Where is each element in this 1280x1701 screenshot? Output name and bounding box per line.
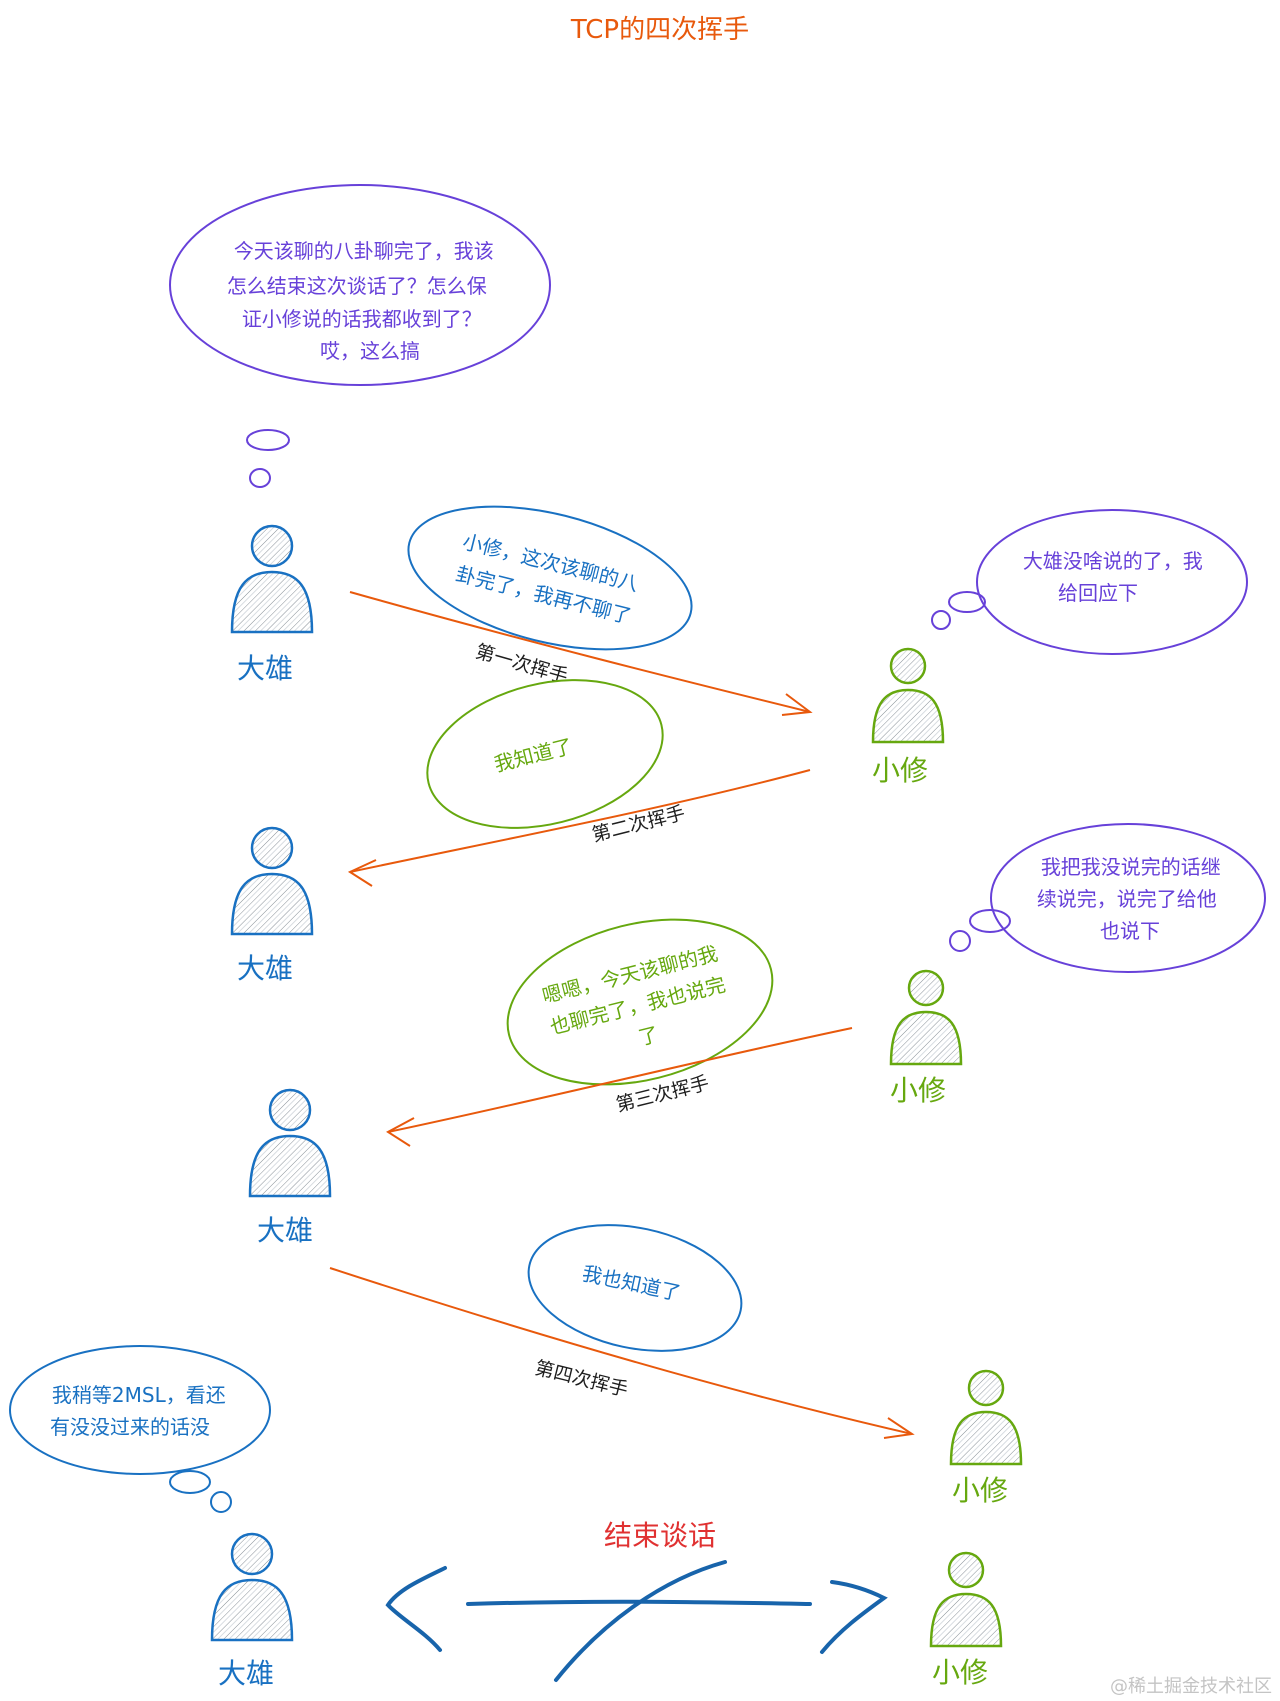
message-bubble-third: 嗯嗯，今天该聊的我 也聊完了，我也说完 了 <box>506 918 774 1086</box>
svg-text:大雄没啥说的了，我 给回应下: 大雄没啥说的了，我 给回应下 <box>1023 549 1209 605</box>
thought-line: 今天该聊的八卦聊完了，我该 <box>234 239 494 263</box>
arrow-icon <box>329 1267 915 1439</box>
thought-line: 证小修说的话我都收到了？ <box>242 307 482 331</box>
message-bubble-fourth: 我也知道了 <box>527 1224 743 1352</box>
person-name-xx: 小修 <box>872 754 928 787</box>
person-name-dx: 大雄 <box>257 1214 313 1247</box>
thought-line: 哎，这么搞 <box>320 339 420 363</box>
person-icon <box>230 826 314 936</box>
person-name-xx: 小修 <box>932 1656 988 1689</box>
arrow-icon <box>386 1027 853 1147</box>
person-name-dx: 大雄 <box>218 1657 274 1690</box>
thought-bubble-dx-start: 今天该聊的八卦聊完了，我该 怎么结束这次谈话了？怎么保 证小修说的话我都收到了？… <box>169 184 551 488</box>
message-line: 了 <box>636 1022 661 1050</box>
thought-line: 大雄没啥说的了，我 <box>1023 549 1203 573</box>
end-conversation-label: 结束谈话 <box>604 1519 716 1552</box>
person-icon <box>248 1088 332 1198</box>
arrow-icon <box>347 769 811 887</box>
handshake-label-second: 第二次挥手 <box>590 802 688 846</box>
svg-text:小修，这次该聊的八 卦完了，我再不聊了: 小修，这次该聊的八 卦完了，我再不聊了 <box>452 529 647 629</box>
svg-text:我稍等2MSL，看还 有没没过来的话没: 我稍等2MSL，看还 有没没过来的话没 <box>50 1383 232 1439</box>
thought-bubble-dx-wait: 我稍等2MSL，看还 有没没过来的话没 <box>9 1345 271 1513</box>
arrow-icon <box>349 591 813 716</box>
svg-text:今天该聊的八卦聊完了，我该 怎么结束这次谈话了？: 今天该聊的八卦聊完了，我该 怎么结束这次谈话了？怎么保 证小修说的话我都收到了？… <box>227 239 500 363</box>
watermark: @稀土掘金技术社区 <box>1110 1676 1272 1697</box>
handshake-label-fourth: 第四次挥手 <box>533 1357 631 1401</box>
person-icon <box>230 524 314 634</box>
person-icon <box>889 969 963 1066</box>
person-name-dx: 大雄 <box>237 652 293 685</box>
person-name-dx: 大雄 <box>237 952 293 985</box>
thought-bubble-xx-ack: 大雄没啥说的了，我 给回应下 <box>931 509 1248 655</box>
svg-text:我把我没说完的话继 续说完，说完了给他: 我把我没说完的话继 续说完，说完了给他 也说下 <box>1037 855 1227 943</box>
diagram-title: TCP的四次挥手 <box>570 15 749 45</box>
message-line: 我也知道了 <box>580 1261 683 1305</box>
svg-text:嗯嗯，今天该聊的我 也聊完了，我也说完: 嗯嗯，今天该聊的我 也聊完了，我也说完 了 <box>540 940 742 1070</box>
thought-line: 也说下 <box>1100 919 1160 943</box>
thought-line: 有没没过来的话没 <box>50 1415 210 1439</box>
thought-line: 我把我没说完的话继 <box>1041 855 1221 879</box>
broken-connection-icon <box>385 1560 888 1682</box>
person-icon <box>210 1532 294 1642</box>
person-icon <box>949 1369 1023 1466</box>
thought-line: 续说完，说完了给他 <box>1037 887 1217 911</box>
person-icon <box>929 1551 1003 1648</box>
thought-line: 我稍等2MSL，看还 <box>52 1383 226 1407</box>
message-line: 我知道了 <box>492 734 575 777</box>
person-name-xx: 小修 <box>890 1074 946 1107</box>
thought-line: 怎么结束这次谈话了？怎么保 <box>227 274 487 298</box>
person-icon <box>871 647 945 744</box>
person-name-xx: 小修 <box>952 1474 1008 1507</box>
thought-bubble-xx-continue: 我把我没说完的话继 续说完，说完了给他 也说下 <box>949 823 1266 973</box>
thought-line: 给回应下 <box>1058 581 1138 605</box>
